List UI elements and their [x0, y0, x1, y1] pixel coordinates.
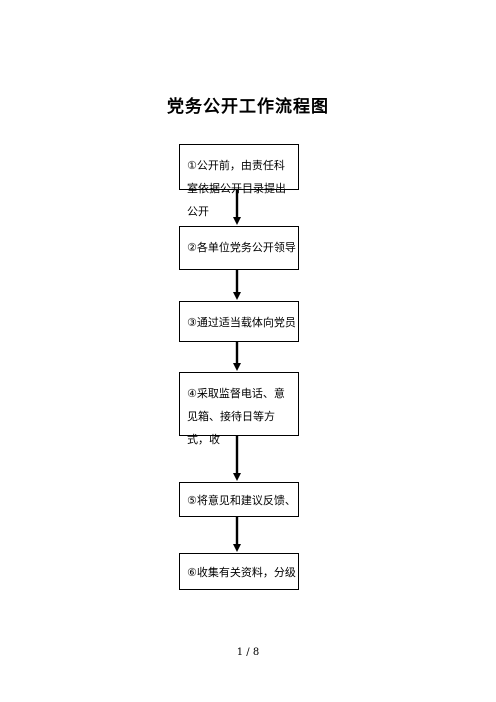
page-number: 1 / 8: [236, 647, 260, 658]
arrow-3-4: [233, 342, 241, 371]
flow-step-1-text: ①公开前，由责任科室依据公开目录提出公开: [187, 159, 286, 218]
arrow-4-5: [233, 436, 241, 481]
flow-step-6-box: ⑥收集有关资料，分级: [179, 553, 299, 590]
diagram-title: 党务公开工作流程图: [167, 97, 329, 117]
arrow-5-6: [233, 517, 241, 552]
flow-step-2-box: ②各单位党务公开领导: [179, 226, 299, 270]
flow-step-3-box: ③通过适当载体向党员: [179, 301, 299, 342]
flow-step-5-text: ⑤将意见和建议反馈、: [187, 494, 296, 507]
flow-step-6-text: ⑥收集有关资料，分级: [187, 566, 296, 579]
flow-step-2-text: ②各单位党务公开领导: [187, 241, 296, 254]
flow-step-3-text: ③通过适当载体向党员: [187, 316, 296, 329]
flow-step-4-box: ④采取监督电话、意见箱、接待日等方式，收: [179, 372, 299, 446]
arrow-1-2: [233, 190, 241, 225]
flow-step-4-text: ④采取监督电话、意见箱、接待日等方式，收: [187, 387, 285, 446]
flow-step-1-box: ①公开前，由责任科室依据公开目录提出公开: [179, 144, 299, 218]
flow-step-5-box: ⑤将意见和建议反馈、: [179, 482, 299, 517]
arrow-2-3: [233, 270, 241, 300]
